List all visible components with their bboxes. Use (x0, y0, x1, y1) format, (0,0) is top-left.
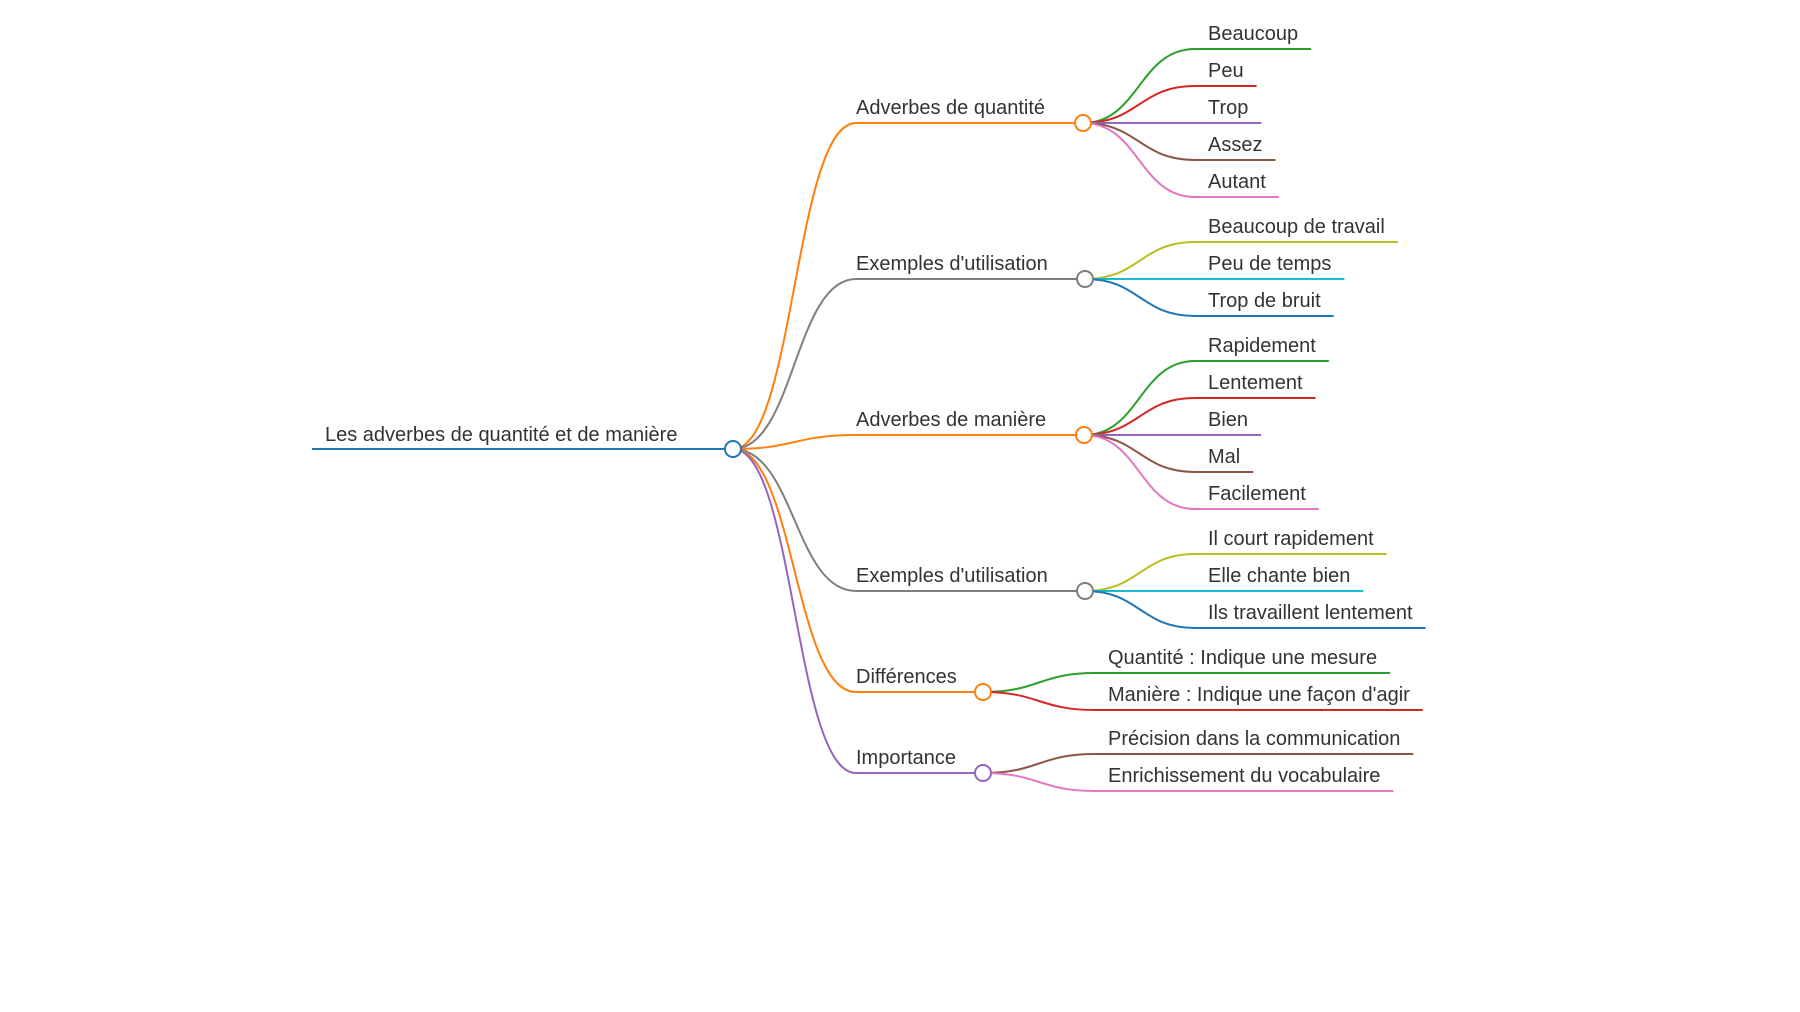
leaf-label: Trop (1208, 97, 1248, 119)
leaf-label: Précision dans la communication (1108, 728, 1400, 750)
link-beaucoup (1082, 48, 1196, 124)
link-root-adverbes-de-quantite-1 (732, 122, 857, 450)
leaf-label: Peu (1208, 60, 1244, 82)
leaf-il-court-rapidement[interactable]: Il court rapidement (1195, 528, 1387, 555)
leaf-label: Facilement (1208, 483, 1306, 505)
link-root-exemples-d-utilisation-2 (732, 278, 857, 450)
link-maniere-indique-une-facon-d-agir (982, 691, 1096, 711)
collapse-toggle-importance-6[interactable] (974, 764, 992, 782)
branch-label: Adverbes de manière (856, 409, 1046, 431)
leaf-label: Assez (1208, 134, 1262, 156)
collapse-toggle-adverbes-de-quantite-1[interactable] (1074, 114, 1092, 132)
link-root-importance-6 (732, 448, 857, 774)
leaf-trop-de-bruit[interactable]: Trop de bruit (1195, 290, 1334, 317)
leaf-label: Quantité : Indique une mesure (1108, 647, 1377, 669)
leaf-label: Lentement (1208, 372, 1303, 394)
leaf-facilement[interactable]: Facilement (1195, 483, 1319, 510)
leaf-autant[interactable]: Autant (1195, 171, 1279, 198)
root-node[interactable]: Les adverbes de quantité et de manière (312, 424, 733, 450)
link-beaucoup-de-travail (1084, 241, 1196, 280)
branch-label: Exemples d'utilisation (856, 253, 1048, 275)
leaf-label: Trop de bruit (1208, 290, 1321, 312)
link-enrichissement-du-vocabulaire (982, 772, 1096, 792)
collapse-toggle-exemples-d-utilisation-4[interactable] (1076, 582, 1094, 600)
leaf-label: Il court rapidement (1208, 528, 1374, 550)
collapse-toggle-adverbes-de-maniere-3[interactable] (1075, 426, 1093, 444)
leaf-label: Enrichissement du vocabulaire (1108, 765, 1380, 787)
branch-label: Différences (856, 666, 957, 688)
leaf-label: Manière : Indique une façon d'agir (1108, 684, 1410, 706)
link-mal (1083, 434, 1196, 473)
leaf-assez[interactable]: Assez (1195, 134, 1276, 161)
leaf-label: Beaucoup de travail (1208, 216, 1385, 238)
leaf-label: Peu de temps (1208, 253, 1331, 275)
branch-label: Importance (856, 747, 956, 769)
leaf-beaucoup-de-travail[interactable]: Beaucoup de travail (1195, 216, 1398, 243)
link-root-adverbes-de-maniere-3 (732, 434, 857, 450)
root-label: Les adverbes de quantité et de manière (325, 424, 677, 446)
leaf-rapidement[interactable]: Rapidement (1195, 335, 1329, 362)
leaf-lentement[interactable]: Lentement (1195, 372, 1316, 399)
leaf-mal[interactable]: Mal (1195, 446, 1254, 473)
leaf-precision-dans-la-communication[interactable]: Précision dans la communication (1095, 728, 1414, 755)
branch-adverbes-de-quantite-1[interactable]: Adverbes de quantité (856, 97, 1083, 124)
leaf-trop[interactable]: Trop (1195, 97, 1262, 124)
collapse-toggle-root[interactable] (724, 440, 742, 458)
leaf-maniere-indique-une-facon-d-agir[interactable]: Manière : Indique une façon d'agir (1095, 684, 1423, 711)
branch-differences-5[interactable]: Différences (856, 666, 983, 693)
links-layer (732, 48, 1196, 792)
link-ils-travaillent-lentement (1084, 590, 1196, 629)
link-peu (1082, 85, 1196, 124)
leaf-elle-chante-bien[interactable]: Elle chante bien (1195, 565, 1364, 592)
link-autant (1082, 122, 1196, 198)
link-quantite-indique-une-mesure (982, 672, 1096, 693)
collapse-toggle-differences-5[interactable] (974, 683, 992, 701)
branch-importance-6[interactable]: Importance (856, 747, 983, 774)
link-root-differences-5 (732, 448, 857, 693)
leaf-label: Mal (1208, 446, 1240, 468)
leaf-label: Bien (1208, 409, 1248, 431)
leaf-label: Ils travaillent lentement (1208, 602, 1413, 624)
leaf-label: Elle chante bien (1208, 565, 1350, 587)
leaf-bien[interactable]: Bien (1195, 409, 1262, 436)
link-root-exemples-d-utilisation-4 (732, 448, 857, 592)
nodes-layer: Les adverbes de quantité et de manière Ad… (312, 23, 1426, 792)
leaf-ils-travaillent-lentement[interactable]: Ils travaillent lentement (1195, 602, 1426, 629)
link-rapidement (1083, 360, 1196, 436)
leaf-enrichissement-du-vocabulaire[interactable]: Enrichissement du vocabulaire (1095, 765, 1394, 792)
link-assez (1082, 122, 1196, 161)
leaf-quantite-indique-une-mesure[interactable]: Quantité : Indique une mesure (1095, 647, 1391, 674)
branch-exemples-d-utilisation-2[interactable]: Exemples d'utilisation (856, 253, 1085, 280)
branch-adverbes-de-maniere-3[interactable]: Adverbes de manière (856, 409, 1084, 436)
link-lentement (1083, 397, 1196, 436)
leaf-peu-de-temps[interactable]: Peu de temps (1195, 253, 1345, 280)
branch-exemples-d-utilisation-4[interactable]: Exemples d'utilisation (856, 565, 1085, 592)
link-facilement (1083, 434, 1196, 510)
leaf-beaucoup[interactable]: Beaucoup (1195, 23, 1312, 50)
link-il-court-rapidement (1084, 553, 1196, 592)
leaf-label: Beaucoup (1208, 23, 1298, 45)
link-precision-dans-la-communication (982, 753, 1096, 774)
leaf-peu[interactable]: Peu (1195, 60, 1257, 87)
leaf-label: Rapidement (1208, 335, 1316, 357)
branch-label: Adverbes de quantité (856, 97, 1045, 119)
leaf-label: Autant (1208, 171, 1266, 193)
branch-label: Exemples d'utilisation (856, 565, 1048, 587)
link-trop-de-bruit (1084, 278, 1196, 317)
collapse-toggle-exemples-d-utilisation-2[interactable] (1076, 270, 1094, 288)
